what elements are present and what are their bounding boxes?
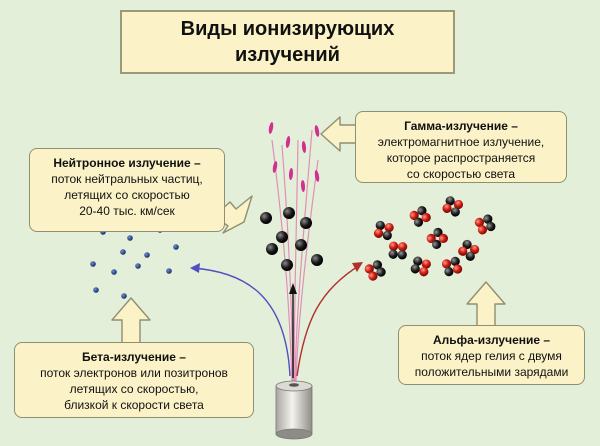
- gamma-particle: [285, 136, 291, 148]
- beta-particle: [120, 249, 126, 255]
- alpha-line-2: положительными зарядами: [414, 365, 569, 379]
- gamma-rays: [271, 129, 319, 383]
- alpha-particle: [458, 239, 480, 261]
- gamma-callout: Гамма-излучение – электромагнитное излуч…: [355, 111, 567, 183]
- alpha-particles: [364, 196, 496, 281]
- beta-particles: [90, 227, 179, 299]
- alpha-trajectory: [296, 264, 361, 377]
- alpha-arrowhead: [352, 262, 363, 272]
- neutron-heading: Нейтронное излучение –: [53, 156, 201, 170]
- alpha-particle: [388, 241, 408, 260]
- beta-particle: [173, 244, 179, 250]
- title-box: Виды ионизирующих излучений: [120, 10, 455, 74]
- neutron-particle: [311, 254, 323, 266]
- neutron-particle: [260, 212, 272, 224]
- neutron-particle: [266, 243, 278, 255]
- beta-particle: [135, 263, 141, 269]
- gamma-heading: Гамма-излучение –: [404, 119, 518, 133]
- title-line-1: Виды ионизирующих: [180, 18, 395, 40]
- beta-particle: [121, 293, 127, 299]
- neutron-line-2: летящих со скоростью: [64, 188, 190, 202]
- gamma-particle: [300, 180, 306, 192]
- gamma-pointer-arrow: [320, 116, 358, 152]
- gamma-line-2: которое распространяется: [386, 151, 536, 165]
- beta-particle: [166, 268, 172, 274]
- alpha-callout: Альфа-излучение – поток ядер гелия с дву…: [398, 325, 585, 385]
- beta-line-3: близкой к скорости света: [64, 398, 204, 412]
- alpha-particle: [474, 214, 496, 235]
- alpha-particle: [410, 256, 431, 277]
- radiation-source: [275, 380, 313, 440]
- alpha-heading: Альфа-излучение –: [432, 333, 551, 347]
- alpha-particle: [364, 260, 386, 281]
- neutron-line-3: 20-40 тыс. км/сек: [79, 204, 175, 218]
- alpha-particle: [441, 256, 463, 277]
- neutron-particle: [295, 239, 307, 251]
- beta-particle: [90, 261, 96, 267]
- alpha-pointer-arrow: [466, 281, 506, 327]
- alpha-particle: [409, 206, 431, 227]
- alpha-particle: [426, 227, 448, 249]
- neutron-particle: [300, 217, 312, 229]
- beta-pointer-arrow: [111, 297, 151, 344]
- gamma-particle: [268, 122, 274, 134]
- beta-line-1: поток электронов или позитронов: [40, 366, 228, 380]
- neutron-particles: [260, 207, 323, 271]
- gamma-particle: [272, 161, 278, 173]
- beta-particle: [144, 252, 150, 258]
- gamma-line-3: со скоростью света: [406, 167, 516, 181]
- alpha-line-1: поток ядер гелия с двумя: [421, 349, 562, 363]
- gamma-particle: [301, 141, 307, 153]
- alpha-particle: [373, 220, 394, 241]
- beta-arrowhead: [190, 263, 200, 273]
- title-line-2: излучений: [235, 44, 340, 66]
- gamma-particle: [314, 170, 320, 182]
- beta-callout: Бета-излучение – поток электронов или по…: [14, 342, 254, 418]
- beta-particle: [93, 287, 99, 293]
- beta-heading: Бета-излучение –: [82, 350, 186, 364]
- neutron-callout: Нейтронное излучение – поток нейтральных…: [29, 148, 225, 232]
- neutron-particle: [283, 207, 295, 219]
- beta-particle: [111, 269, 117, 275]
- neutron-line-1: поток нейтральных частиц,: [51, 172, 203, 186]
- gamma-particle: [288, 168, 294, 180]
- gamma-line-1: электромагнитное излучение,: [377, 135, 545, 149]
- gamma-particles: [268, 122, 320, 192]
- pointer-arrows: [111, 116, 506, 344]
- neutron-pointer-arrow: [213, 195, 253, 234]
- alpha-particle: [442, 196, 464, 217]
- beta-trajectory: [191, 267, 291, 377]
- beta-particle: [127, 235, 133, 241]
- beta-line-2: летящих со скоростью,: [69, 382, 199, 396]
- neutron-particle: [276, 231, 288, 243]
- gamma-particle: [314, 125, 320, 137]
- neutron-particle: [281, 259, 293, 271]
- neutron-arrowhead: [289, 283, 297, 294]
